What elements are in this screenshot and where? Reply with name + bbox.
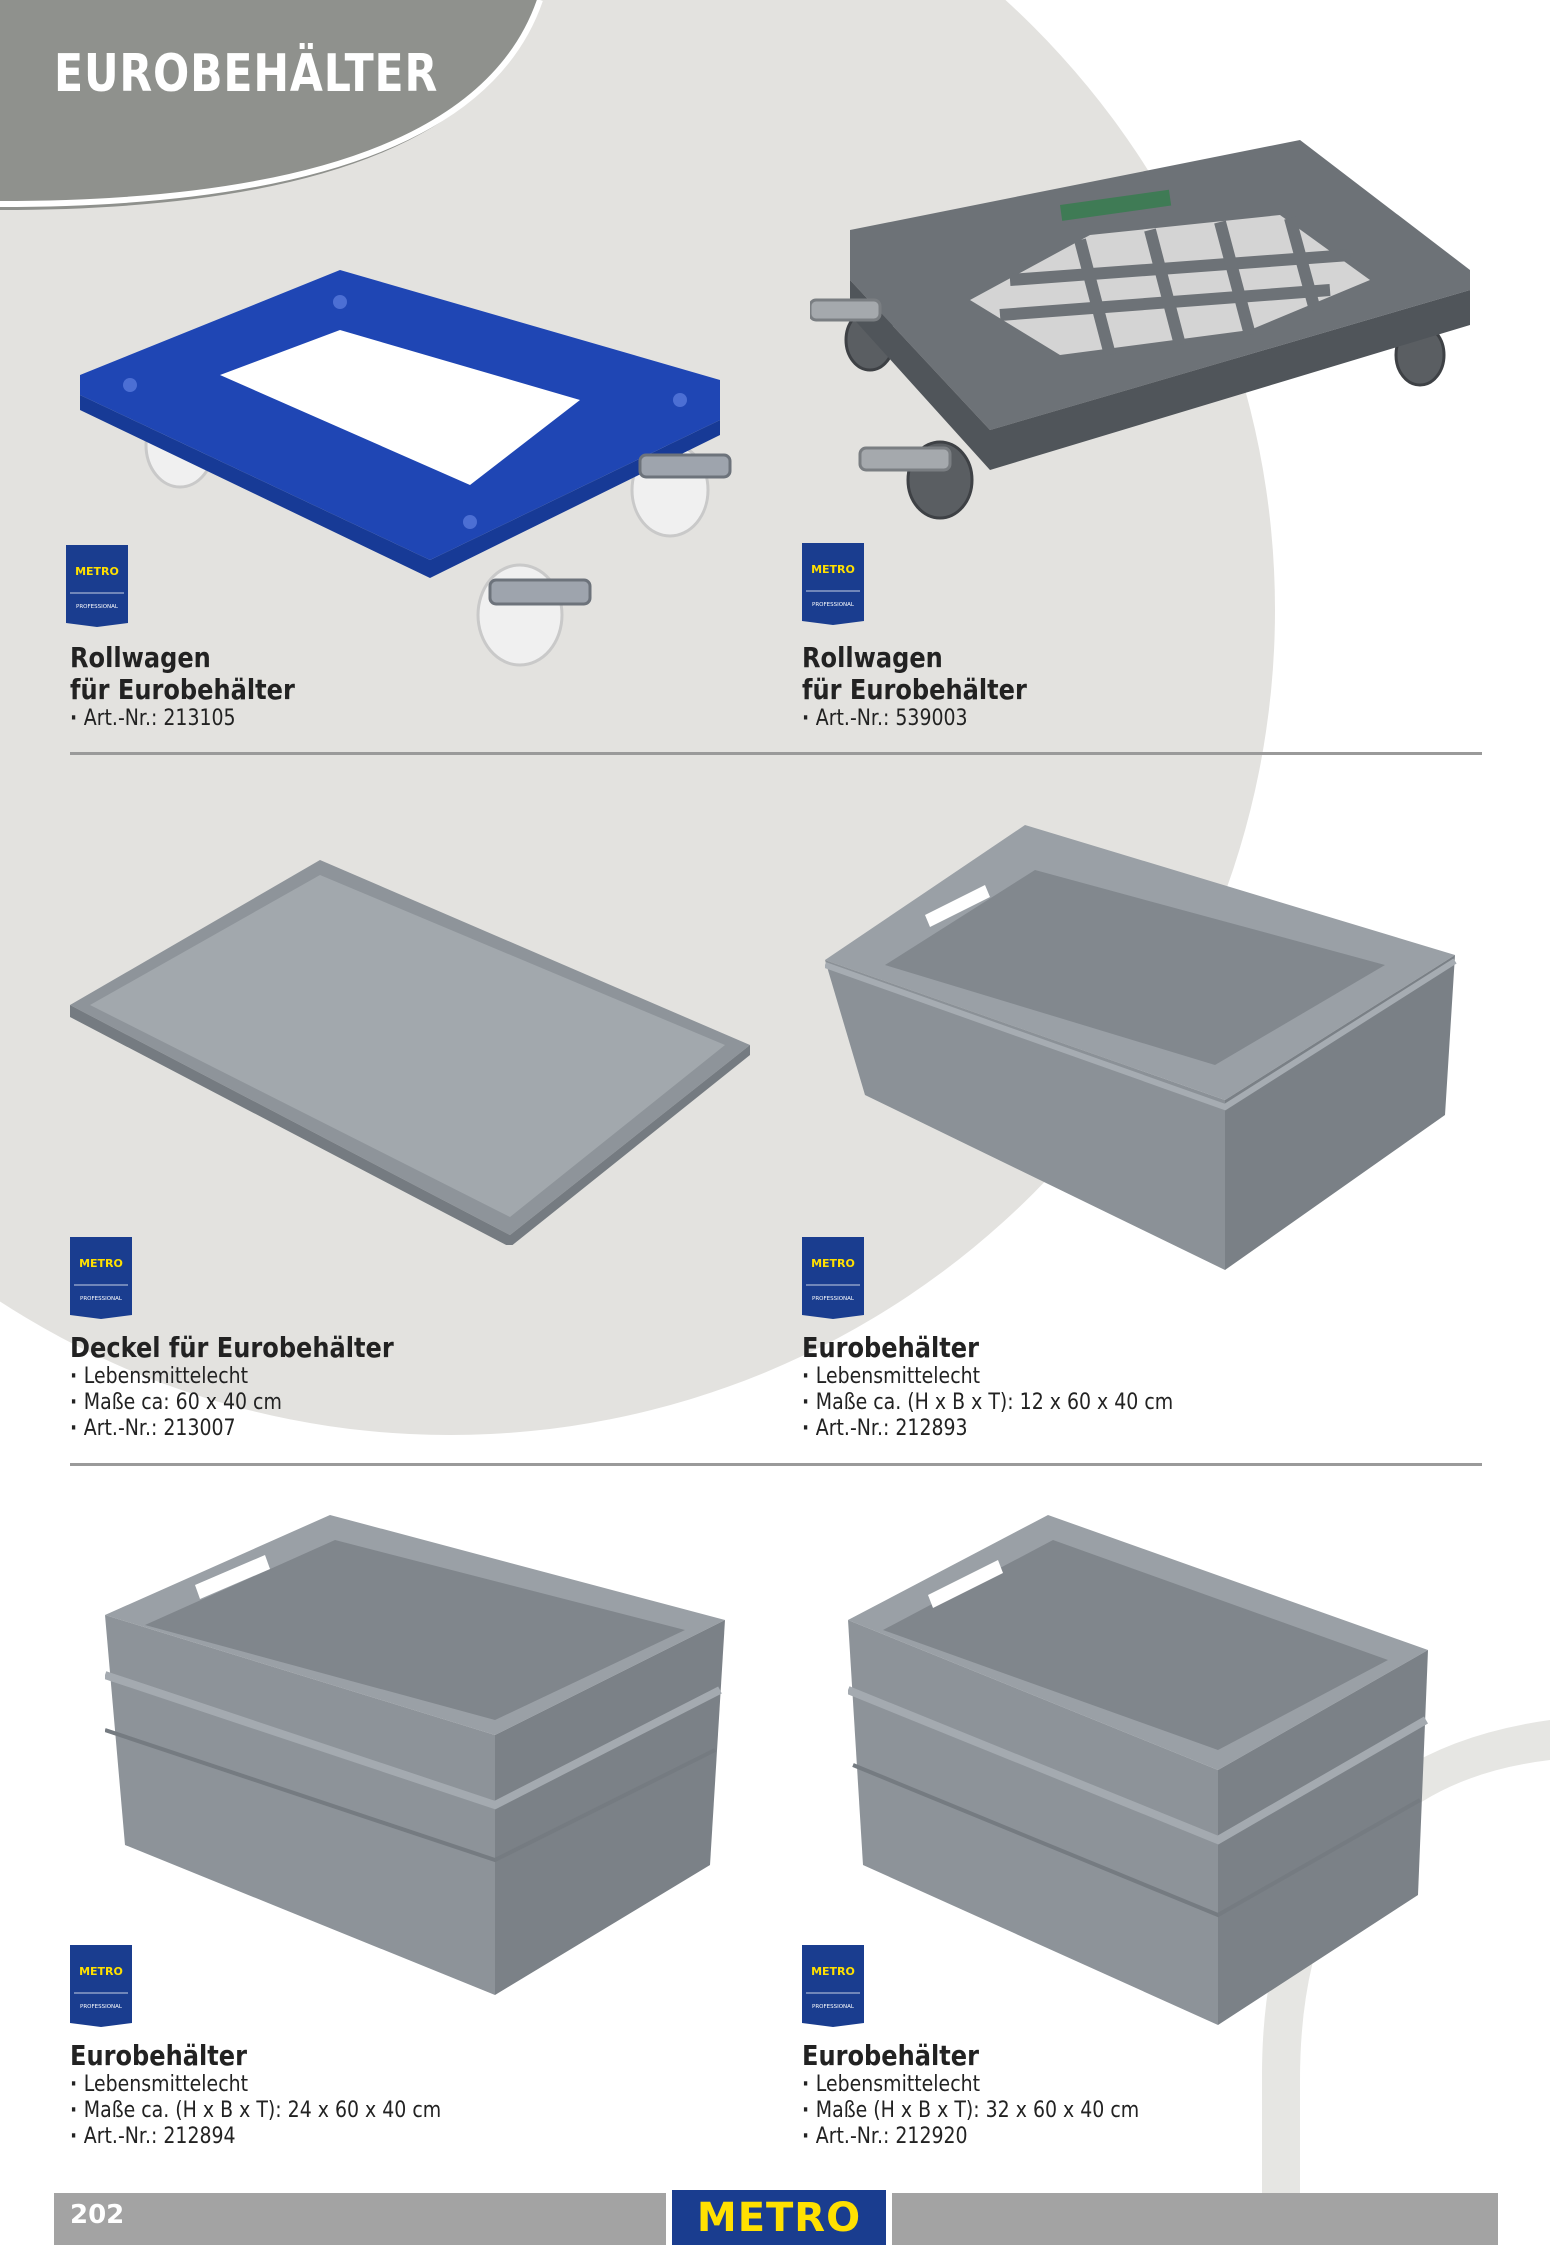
product-info: Eurobehälter Lebensmittelecht Maße ca. (… [802, 1332, 1234, 1442]
food-safe-note: Lebensmittelecht [70, 1364, 394, 1390]
page-title: EUROBEHÄLTER [54, 44, 439, 104]
product-details: Lebensmittelecht Maße ca. (H x B x T): 2… [70, 2072, 441, 2150]
food-safe-note: Lebensmittelecht [70, 2072, 441, 2098]
metro-professional-badge: METRO PROFESSIONAL [802, 1237, 864, 1319]
metro-logo-text: METRO [696, 2194, 862, 2241]
product-name: Eurobehälter [70, 2039, 247, 2072]
section-divider [70, 1463, 1482, 1466]
product-details: Lebensmittelecht Maße ca. (H x B x T): 1… [802, 1364, 1173, 1442]
dimensions: Maße ca. (H x B x T): 24 x 60 x 40 cm [70, 2098, 441, 2124]
dimensions: Maße ca: 60 x 40 cm [70, 1390, 394, 1416]
svg-text:METRO: METRO [811, 1257, 855, 1270]
svg-text:PROFESSIONAL: PROFESSIONAL [80, 1296, 123, 1302]
svg-text:PROFESSIONAL: PROFESSIONAL [76, 604, 119, 610]
article-number: Art.-Nr.: 212920 [802, 2124, 1139, 2150]
page-number: 202 [70, 2200, 125, 2230]
metro-professional-badge: METRO PROFESSIONAL [66, 545, 128, 627]
svg-text:METRO: METRO [75, 565, 119, 578]
food-safe-note: Lebensmittelecht [802, 2072, 1139, 2098]
blue-dolly-icon [80, 270, 732, 667]
article-number: Art.-Nr.: 212894 [70, 2124, 441, 2150]
article-number: Art.-Nr.: 213007 [70, 1416, 394, 1442]
product-details: Lebensmittelecht Maße (H x B x T): 32 x … [802, 2072, 1139, 2150]
article-number: Art.-Nr.: 539003 [802, 706, 1027, 732]
footer-bar-left [54, 2193, 666, 2245]
product-name: Eurobehälter [802, 1331, 979, 1364]
product-details: Lebensmittelecht Maße ca: 60 x 40 cm Art… [70, 1364, 394, 1442]
article-number: Art.-Nr.: 212893 [802, 1416, 1173, 1442]
header-band [0, 0, 540, 210]
medium-crate-icon [105, 1515, 725, 1995]
metro-professional-badge: METRO PROFESSIONAL [802, 1945, 864, 2027]
svg-text:METRO: METRO [79, 1965, 123, 1978]
lid-icon [70, 860, 750, 1245]
section-divider [70, 752, 1482, 755]
product-details: Art.-Nr.: 213105 [70, 706, 295, 732]
metro-professional-badge: METRO PROFESSIONAL [70, 1237, 132, 1319]
product-info: Rollwagen für Eurobehälter Art.-Nr.: 539… [802, 642, 1063, 732]
svg-text:METRO: METRO [811, 1965, 855, 1978]
tall-crate-icon [848, 1515, 1428, 2025]
svg-text:PROFESSIONAL: PROFESSIONAL [812, 1296, 855, 1302]
product-name: Deckel für Eurobehälter [70, 1331, 394, 1364]
metro-professional-badge: METRO PROFESSIONAL [70, 1945, 132, 2027]
metro-professional-badge: METRO PROFESSIONAL [802, 543, 864, 625]
article-number: Art.-Nr.: 213105 [70, 706, 295, 732]
header-band-edge [0, 0, 543, 207]
footer-bar-right [892, 2193, 1498, 2245]
svg-text:PROFESSIONAL: PROFESSIONAL [812, 2004, 855, 2010]
product-name: Rollwagen für Eurobehälter [70, 641, 295, 706]
product-info: Deckel für Eurobehälter Lebensmittelecht… [70, 1332, 446, 1442]
svg-text:PROFESSIONAL: PROFESSIONAL [812, 602, 855, 608]
svg-text:METRO: METRO [79, 1257, 123, 1270]
shallow-crate-icon [825, 825, 1457, 1270]
svg-text:PROFESSIONAL: PROFESSIONAL [80, 2004, 123, 2010]
dimensions: Maße ca. (H x B x T): 12 x 60 x 40 cm [802, 1390, 1173, 1416]
food-safe-note: Lebensmittelecht [802, 1364, 1173, 1390]
product-name: Rollwagen für Eurobehälter [802, 641, 1027, 706]
product-info: Eurobehälter Lebensmittelecht Maße ca. (… [70, 2040, 502, 2150]
svg-text:METRO: METRO [811, 563, 855, 576]
product-details: Art.-Nr.: 539003 [802, 706, 1027, 732]
metro-logo: METRO [672, 2190, 886, 2245]
dimensions: Maße (H x B x T): 32 x 60 x 40 cm [802, 2098, 1139, 2124]
grey-dolly-icon [810, 140, 1470, 520]
product-info: Rollwagen für Eurobehälter Art.-Nr.: 213… [70, 642, 331, 732]
product-name: Eurobehälter [802, 2039, 979, 2072]
product-info: Eurobehälter Lebensmittelecht Maße (H x … [802, 2040, 1194, 2150]
